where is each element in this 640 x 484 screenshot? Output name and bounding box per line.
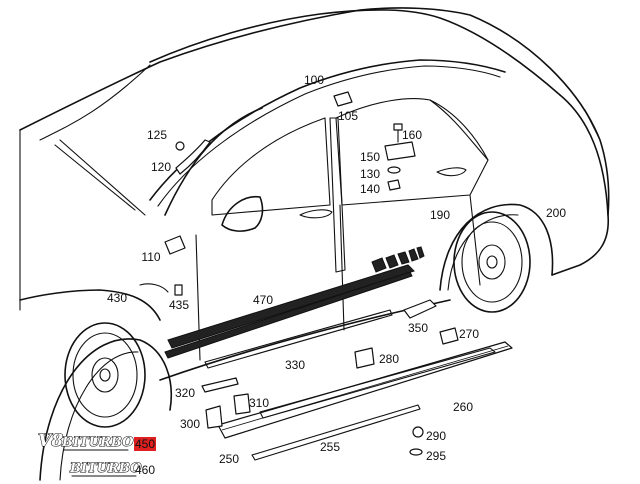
emblems: V8 BITURBO BITURBO [37, 430, 143, 477]
callout-140: 140 [360, 182, 380, 196]
callout-280: 280 [379, 352, 399, 366]
callout-350: 350 [408, 321, 428, 335]
sill-trims [204, 309, 513, 461]
car-body [19, 7, 610, 481]
callout-470: 470 [253, 293, 273, 307]
callout-270: 270 [459, 327, 479, 341]
callout-100: 100 [304, 73, 324, 87]
callout-110: 110 [141, 250, 160, 264]
front-wheel [64, 322, 146, 428]
small-parts [139, 91, 459, 456]
side-stripe-decal [164, 246, 425, 359]
callout-250: 250 [219, 452, 239, 466]
callout-295: 295 [426, 449, 446, 463]
rear-wheel [453, 211, 531, 313]
callout-120: 120 [151, 160, 171, 174]
emblem-v8: V8 [38, 431, 63, 451]
callout-460: 460 [135, 463, 155, 477]
callout-435: 435 [169, 298, 189, 312]
callout-190: 190 [430, 208, 450, 222]
emblem-biturbo-460: BITURBO [69, 461, 142, 476]
callout-highlight-450 [134, 437, 156, 451]
callout-125: 125 [147, 128, 167, 142]
emblem-biturbo-450: BITURBO [61, 435, 134, 450]
callout-290: 290 [426, 429, 446, 443]
callout-105: 105 [338, 109, 358, 123]
callout-310: 310 [249, 396, 269, 410]
callout-430: 430 [107, 291, 127, 305]
callout-330: 330 [285, 358, 305, 372]
callout-320: 320 [175, 386, 195, 400]
callout-260: 260 [453, 400, 473, 414]
callout-255: 255 [320, 440, 340, 454]
callout-160: 160 [402, 128, 422, 142]
callout-300: 300 [180, 417, 200, 431]
callout-150: 150 [360, 150, 380, 164]
callout-130: 130 [360, 167, 380, 181]
callout-200: 200 [546, 206, 566, 220]
callout-450: 450 [135, 437, 155, 451]
